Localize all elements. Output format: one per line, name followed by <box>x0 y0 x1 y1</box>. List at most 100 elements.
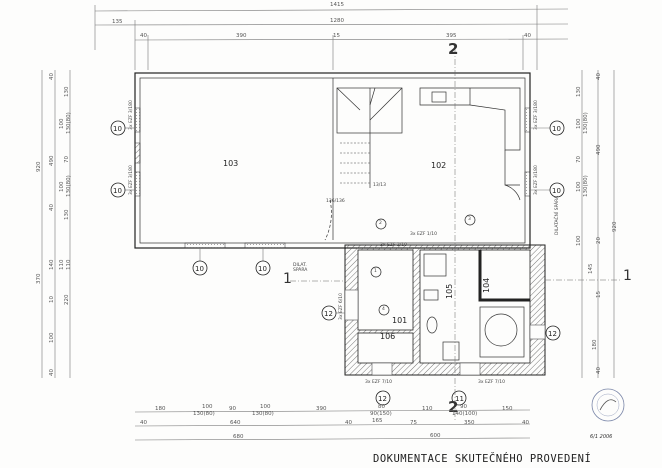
dim-label: 100 <box>59 181 65 192</box>
section-2-bottom: 2 <box>448 398 458 416</box>
window-labels: 3x EZF 3/180 3x EZF 3/180 3x EZF 3/180 3… <box>128 100 539 385</box>
dim-label: 390 <box>316 406 327 412</box>
dim-label: 70 <box>576 156 582 163</box>
window-label: 3x EZF 3/180 <box>128 165 134 195</box>
window <box>134 107 141 133</box>
dim-label: 130(80) <box>66 175 72 197</box>
window <box>459 362 481 376</box>
room-102: 102 <box>431 161 446 170</box>
dim-label: 15 <box>333 33 340 39</box>
dim-label: 600 <box>430 433 441 439</box>
room-105: 105 <box>445 284 454 299</box>
window-label: 3x EZF 3/180 <box>533 100 539 130</box>
dim-label: 90 <box>229 406 236 412</box>
dim-label: 130 <box>64 209 70 220</box>
door-bubbles <box>370 214 476 316</box>
top-dimensions: 1415 135 1280 40 390 15 395 40 <box>94 2 569 70</box>
dim-label: 40 <box>140 33 147 39</box>
door-tag: 2 <box>379 220 382 226</box>
window-bubble-labels: 10 10 10 10 10 10 12 12 12 11 <box>113 125 561 403</box>
bathtub <box>479 306 525 358</box>
dim-label: 390 <box>236 33 247 39</box>
window-tag: 10 <box>195 265 204 273</box>
dim-label: 130 <box>64 86 70 97</box>
left-dimensions: 920 370 40 490 40 140 10 100 40 130 100 … <box>36 70 72 378</box>
dim-label: 130(80) <box>252 411 274 417</box>
dim-label: 140(100) <box>452 411 477 417</box>
window <box>244 242 286 249</box>
window-label: 3x EZF 1/10 <box>410 231 437 237</box>
dim-label: 40 <box>596 367 602 374</box>
expansion-joint-note: SPÁRA <box>293 266 308 273</box>
dim-label: 40 <box>524 33 531 39</box>
window <box>524 107 531 133</box>
window-tag: 12 <box>378 395 387 403</box>
dim-label: 15 <box>596 291 602 298</box>
window-label: 3x EZF 3/180 <box>128 100 134 130</box>
section-1-left: 1 <box>283 271 292 287</box>
window-tag: 12 <box>324 310 333 318</box>
window-tag: 10 <box>258 265 267 273</box>
dim-label: 350 <box>464 420 475 426</box>
dim-overall-width: 1415 <box>330 2 344 8</box>
sink <box>431 91 447 103</box>
dim-label: 40 <box>140 420 147 426</box>
dim-label: 150 <box>502 406 513 412</box>
dim-label: 180 <box>592 339 598 350</box>
section-2-top: 2 <box>448 40 458 58</box>
dim-label: 40 <box>49 369 55 376</box>
washbasin <box>423 289 439 301</box>
room-101: 101 <box>392 316 407 325</box>
section-marks: 2 2 1 1 <box>283 40 632 420</box>
dim-label: 130(80) <box>193 411 215 417</box>
dim-label: 395 <box>446 33 457 39</box>
window <box>371 362 393 376</box>
room-104: 104 <box>482 278 491 293</box>
window-tag: 10 <box>552 187 561 195</box>
stair-dim: 136/136 <box>326 198 345 204</box>
door-tag: 1 <box>374 268 377 274</box>
dim-label: 140 <box>49 259 55 270</box>
dim-label: 40 <box>345 420 352 426</box>
window-tag: 12 <box>548 330 557 338</box>
window-tag: 10 <box>552 125 561 133</box>
dim-label: 70 <box>64 156 70 163</box>
dim-label: 640 <box>230 420 241 426</box>
window <box>529 324 546 340</box>
stair-note: 13/13 <box>373 182 386 188</box>
bottom-dimensions: 180 100 130(80) 90 100 130(80) 390 80 90… <box>134 404 531 441</box>
dim-label: 100 <box>576 181 582 192</box>
dim-label: 100 <box>576 235 582 246</box>
shower <box>423 253 447 277</box>
dim-label: 100 <box>202 404 213 410</box>
dim-label: 180 <box>155 406 166 412</box>
toilet <box>426 316 438 334</box>
room-106: 106 <box>380 332 395 341</box>
dim-label: 75 <box>410 420 417 426</box>
window-label: 3x EZF 7/10 <box>478 379 505 385</box>
staircase <box>336 87 403 134</box>
main-building: 13/13 136/136 103 102 <box>134 72 531 249</box>
dim-label: 130(80) <box>66 112 72 134</box>
dim-label: 40 <box>596 73 602 80</box>
right-dimensions: 920 40 490 20 15 40 130 100 130(80) 70 1… <box>576 70 618 378</box>
dim-label: 920 <box>612 221 618 232</box>
dim-label: 100 <box>576 118 582 129</box>
dim-label: 165 <box>372 418 383 424</box>
dim-label: 220 <box>64 294 70 305</box>
dim-label: 100 <box>59 118 65 129</box>
dim-label: 135 <box>112 19 123 25</box>
window-bubbles <box>110 120 565 406</box>
dim-label: 110 <box>422 406 433 412</box>
dim-label: 110 <box>59 259 65 270</box>
dim-label: 90(150) <box>370 411 392 417</box>
window <box>524 171 531 197</box>
dim-label: 145 <box>588 263 594 274</box>
section-1-right: 1 <box>623 268 632 284</box>
dim-label: 490 <box>596 144 602 155</box>
window-label: 3x EZF 6/10 <box>338 293 344 320</box>
dim-label: 680 <box>233 434 244 440</box>
dim-label: 920 <box>36 161 42 172</box>
